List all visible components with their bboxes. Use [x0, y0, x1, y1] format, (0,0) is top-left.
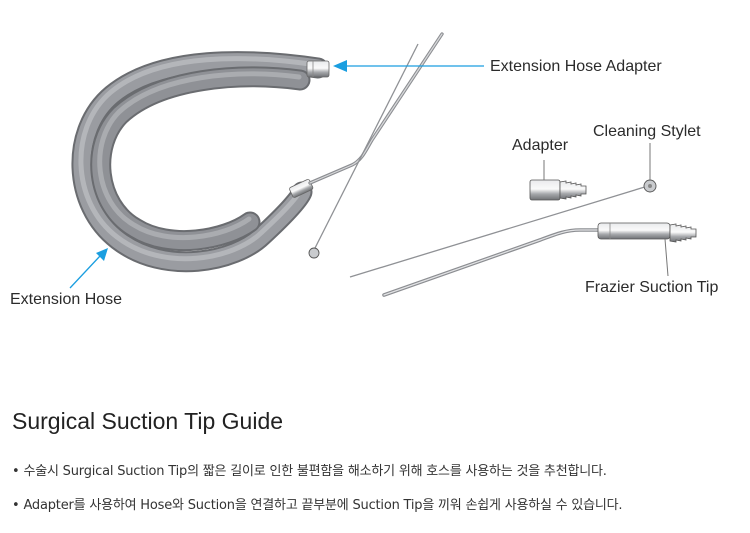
guide-title: Surgical Suction Tip Guide — [12, 408, 284, 434]
extension-hose-label: Extension Hose — [10, 291, 123, 308]
callout-arrows — [69, 60, 484, 289]
extension-hose-adapter-label: Extension Hose Adapter — [490, 58, 662, 75]
cleaning-stylet-label: Cleaning Stylet — [593, 123, 701, 140]
frazier-suction-tip-label: Frazier Suction Tip — [585, 279, 719, 296]
guide-bullet: •Adapter를 사용하여 Hose와 Suction을 연결하고 끝부분에 … — [12, 494, 623, 513]
adapter-part — [529, 179, 587, 201]
frazier-suction-tip-part — [382, 222, 697, 297]
guide-bullet-text: 수술시 Surgical Suction Tip의 짧은 길이로 인한 불편함을… — [23, 464, 607, 479]
guide-bullet-text: Adapter를 사용하여 Hose와 Suction을 연결하고 끝부분에 S… — [23, 498, 623, 513]
adapter-label: Adapter — [512, 137, 569, 154]
bullet-dot: • — [12, 464, 20, 479]
guide-bullet: •수술시 Surgical Suction Tip의 짧은 길이로 인한 불편함… — [12, 460, 607, 479]
attached-suction-tip — [289, 32, 444, 259]
extension-hose-adapter — [306, 60, 330, 78]
leader-lines — [543, 143, 669, 277]
bullet-dot: • — [12, 498, 20, 513]
extension-hose — [71, 51, 329, 273]
